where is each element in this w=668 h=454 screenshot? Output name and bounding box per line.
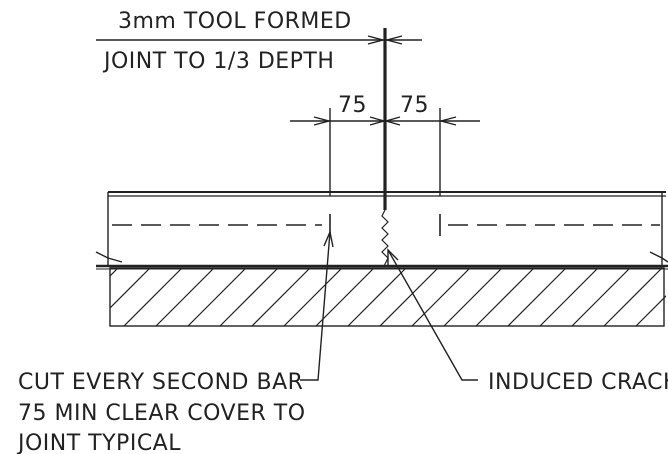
crack-leader (387, 249, 478, 381)
dimension-left-text: 75 (338, 93, 367, 118)
hatch-line (571, 268, 631, 326)
hatch-line (443, 268, 503, 326)
dim-arrow-c (383, 116, 401, 126)
hatch-line (187, 268, 247, 326)
hatch-line (475, 268, 535, 326)
cut-note-line2: 75 MIN CLEAR COVER TO (18, 401, 306, 426)
joint-arrow-right (384, 35, 403, 45)
slab-right-break (649, 251, 668, 263)
cut-bar-leader (300, 231, 331, 381)
hatch-line (603, 268, 663, 326)
cut-note-line1: CUT EVERY SECOND BAR (18, 370, 303, 395)
dim-arrow-a (313, 116, 332, 126)
hatch-line (155, 268, 215, 326)
hatch-line (411, 268, 471, 326)
cut-bar-arrow (323, 229, 334, 248)
hatch-line (315, 268, 375, 326)
joint-label-line2: JOINT TO 1/3 DEPTH (102, 49, 334, 74)
base-outline (109, 267, 665, 327)
hatch-line (347, 268, 407, 326)
hatch-line (110, 268, 151, 309)
crack-arrow (387, 248, 399, 265)
base-hatch (110, 268, 666, 326)
hatch-line (539, 268, 599, 326)
dim-arrow-d (438, 116, 457, 126)
joint-arrow-left (367, 35, 386, 45)
hatch-line (635, 295, 666, 326)
hatch-line (379, 268, 439, 326)
hatch-line (123, 268, 183, 326)
hatch-line (283, 268, 343, 326)
cut-note-line3: JOINT TYPICAL (16, 431, 181, 454)
dimension-right-text: 75 (400, 93, 429, 118)
crack-note: INDUCED CRACK (488, 370, 668, 395)
joint-label-line1: 3mm TOOL FORMED (118, 9, 352, 34)
hatch-line (507, 268, 567, 326)
hatch-line (251, 268, 311, 326)
hatch-line (219, 268, 279, 326)
induced-crack-zigzag (381, 209, 389, 267)
slab-left-break (95, 251, 123, 263)
